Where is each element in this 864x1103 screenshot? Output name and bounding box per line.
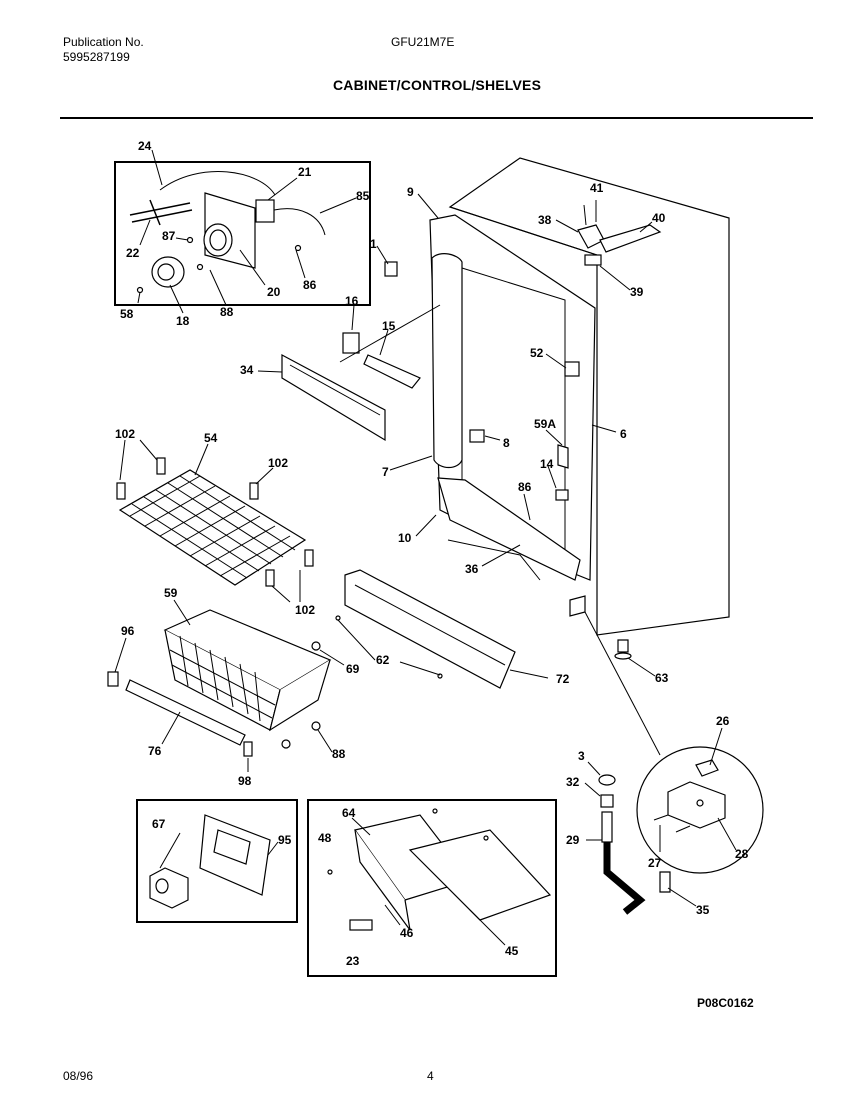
callout-26: 26 xyxy=(716,714,730,728)
callout-14: 14 xyxy=(540,457,554,471)
publication-number: 5995287199 xyxy=(63,50,130,64)
callout-96: 96 xyxy=(121,624,135,638)
callout-45: 45 xyxy=(505,944,519,958)
fan-control-inset xyxy=(114,149,371,314)
cabinet-small-parts xyxy=(281,261,441,442)
callout-27: 27 xyxy=(648,856,662,870)
callout-36: 36 xyxy=(465,562,479,576)
callout-95: 95 xyxy=(278,833,292,847)
callout-21: 21 xyxy=(298,165,312,179)
hinge-pin xyxy=(598,774,671,915)
wire-shelf xyxy=(116,457,314,587)
callout-85: 85 xyxy=(356,189,370,203)
callout-98: 98 xyxy=(238,774,252,788)
cabinet-body xyxy=(429,157,730,756)
callout-40: 40 xyxy=(652,211,666,225)
callout-32: 32 xyxy=(566,775,580,789)
callout-41: 41 xyxy=(590,181,604,195)
kickplate xyxy=(335,569,516,689)
callout-86-a: 86 xyxy=(303,278,317,292)
callout-59: 59 xyxy=(164,586,178,600)
figure-code: P08C0162 xyxy=(697,996,754,1010)
callout-28: 28 xyxy=(735,847,749,861)
callout-48: 48 xyxy=(318,831,332,845)
leader-lines xyxy=(114,193,737,907)
callout-86-b: 86 xyxy=(518,480,532,494)
callout-35: 35 xyxy=(696,903,710,917)
callout-23: 23 xyxy=(346,954,360,968)
callout-1: 1 xyxy=(370,237,377,251)
callout-64: 64 xyxy=(342,806,356,820)
callout-labels: 24 21 85 22 87 20 86 58 18 88 9 41 38 40… xyxy=(115,139,749,968)
callout-69: 69 xyxy=(346,662,360,676)
callout-38: 38 xyxy=(538,213,552,227)
page-title: CABINET/CONTROL/SHELVES xyxy=(333,77,542,93)
callout-52: 52 xyxy=(530,346,544,360)
callout-58: 58 xyxy=(120,307,134,321)
callout-9: 9 xyxy=(407,185,414,199)
callout-102-c: 102 xyxy=(295,603,315,617)
callout-102-b: 102 xyxy=(268,456,288,470)
callout-15: 15 xyxy=(382,319,396,333)
page-number: 4 xyxy=(427,1069,434,1083)
callout-59A: 59A xyxy=(534,417,556,431)
control-panel-inset xyxy=(136,799,298,923)
footer-date: 08/96 xyxy=(63,1069,94,1083)
callout-24: 24 xyxy=(138,139,152,153)
callout-10: 10 xyxy=(398,531,412,545)
callout-29: 29 xyxy=(566,833,580,847)
callout-76: 76 xyxy=(148,744,162,758)
publication-label: Publication No. xyxy=(63,35,144,49)
callout-46: 46 xyxy=(400,926,414,940)
callout-20: 20 xyxy=(267,285,281,299)
wire-basket xyxy=(163,609,332,749)
callout-67: 67 xyxy=(152,817,166,831)
callout-3: 3 xyxy=(578,749,585,763)
callout-54: 54 xyxy=(204,431,218,445)
control-assembly-inset xyxy=(307,799,557,977)
callout-34: 34 xyxy=(240,363,254,377)
callout-7: 7 xyxy=(382,465,389,479)
callout-6: 6 xyxy=(620,427,627,441)
header-divider xyxy=(60,117,813,119)
callout-39: 39 xyxy=(630,285,644,299)
callout-102-a: 102 xyxy=(115,427,135,441)
callout-72: 72 xyxy=(556,672,570,686)
callout-87: 87 xyxy=(162,229,176,243)
callout-22: 22 xyxy=(126,246,140,260)
basket-trim xyxy=(107,671,253,757)
callout-63: 63 xyxy=(655,671,669,685)
model-number: GFU21M7E xyxy=(391,35,455,49)
callout-88-b: 88 xyxy=(332,747,346,761)
callout-18: 18 xyxy=(176,314,190,328)
callout-8: 8 xyxy=(503,436,510,450)
callout-88-a: 88 xyxy=(220,305,234,319)
callout-62: 62 xyxy=(376,653,390,667)
callout-16: 16 xyxy=(345,294,359,308)
